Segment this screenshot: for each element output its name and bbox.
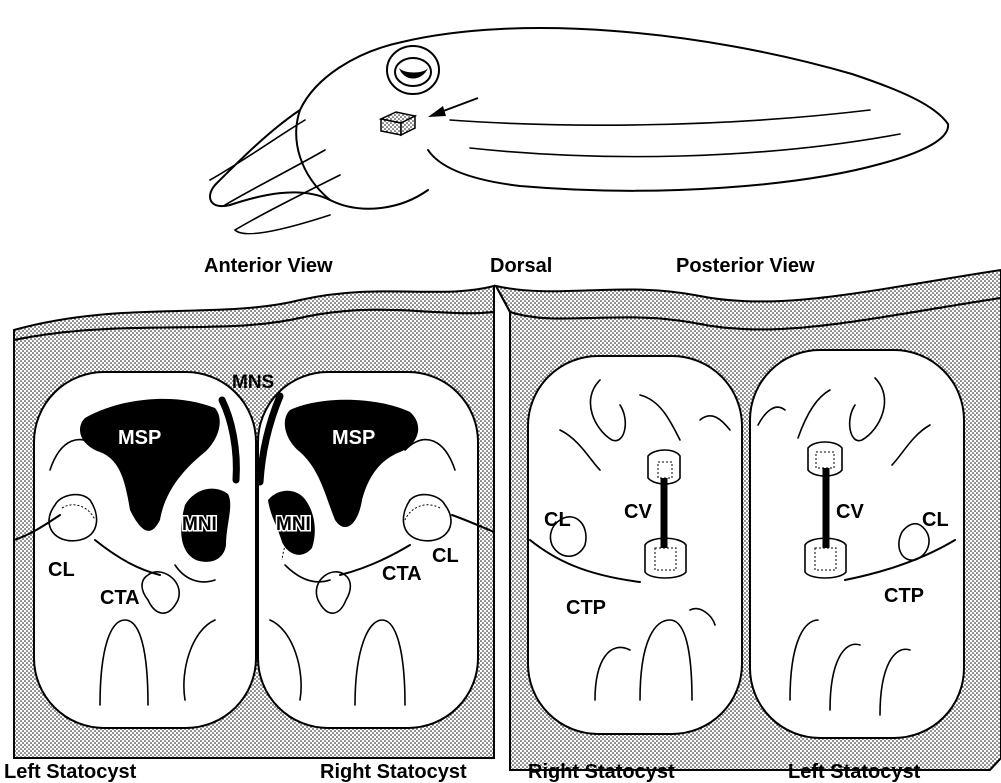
msp-left-label: MSP	[118, 427, 161, 449]
cv-right-label: CV	[836, 501, 864, 523]
ctp-right-label: CTP	[884, 585, 924, 607]
left-statocyst-posterior-label: Left Statocyst	[788, 761, 921, 783]
pointer-arrow-icon	[428, 98, 478, 117]
mni-left-label: MNI	[182, 514, 217, 535]
left-statocyst-anterior-label: Left Statocyst	[4, 761, 137, 783]
anterior-block	[14, 286, 494, 758]
ctp-left-label: CTP	[566, 597, 606, 619]
cl-posterior-right-label: CL	[922, 509, 949, 531]
cta-left-label: CTA	[100, 587, 140, 609]
right-statocyst-posterior-label: Right Statocyst	[528, 761, 675, 783]
cl-right-label: CL	[432, 545, 459, 567]
cl-left-label: CL	[48, 559, 75, 581]
right-statocyst-posterior-cavity	[528, 356, 742, 734]
anterior-view-label: Anterior View	[204, 255, 333, 277]
cl-posterior-left-label: CL	[544, 509, 571, 531]
mni-right-label: MNI	[276, 514, 311, 535]
cv-left-label: CV	[624, 501, 652, 523]
right-statocyst-anterior-label: Right Statocyst	[320, 761, 467, 783]
cta-right-label: CTA	[382, 563, 422, 585]
tissue-block-icon	[381, 112, 415, 135]
msp-right-label: MSP	[332, 427, 375, 449]
posterior-view-label: Posterior View	[676, 255, 815, 277]
mns-label: MNS	[232, 372, 274, 393]
squid-eye	[387, 46, 439, 94]
dorsal-label: Dorsal	[490, 255, 552, 277]
squid-illustration	[210, 28, 948, 234]
